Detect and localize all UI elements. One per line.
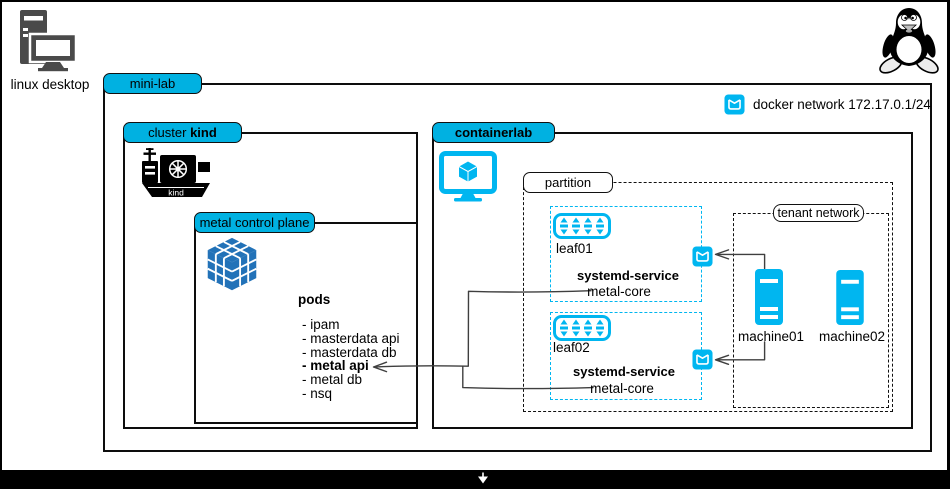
linux-desktop-label: linux desktop [10, 77, 90, 92]
pods-list: - ipam - masterdata api - masterdata db … [302, 318, 400, 401]
docker-network-icon [724, 94, 745, 115]
mini-lab-label-text: mini-lab [129, 76, 176, 91]
containerlab-label: containerlab [432, 122, 555, 143]
bottom-bar [2, 470, 947, 489]
linux-tux-icon [876, 6, 942, 74]
pods-title: pods [298, 292, 331, 307]
kind-ship-text: kind [168, 187, 184, 197]
containerlab-label-text: containerlab [454, 125, 533, 140]
machine02-label: machine02 [819, 329, 886, 344]
tenant-network-label: tenant network [773, 204, 864, 222]
cluster-kind-label: cluster kind [123, 122, 242, 143]
leaf02-service-title: systemd-service [573, 364, 675, 379]
cluster-label-name: kind [190, 125, 217, 140]
containerlab-box [432, 132, 913, 429]
leaf01-service-title: systemd-service [577, 268, 679, 283]
leaf02-switch-icon [553, 315, 611, 341]
pod-item: - masterdata api [302, 330, 400, 346]
leaf01-docker-icon [692, 246, 713, 267]
docker-network-label: docker network 172.17.0.1/24 [753, 97, 931, 112]
machine02-server-icon [835, 269, 865, 326]
containerlab-monitor-icon [439, 151, 497, 203]
linux-desktop-icon [14, 8, 80, 72]
kind-ship-icon: kind [140, 147, 212, 199]
leaf01-switch-icon [553, 213, 611, 239]
collapse-arrow-icon[interactable] [476, 472, 490, 486]
metal-control-plane-label-text: metal control plane [199, 215, 310, 230]
pod-item: - masterdata db [302, 344, 397, 360]
machine01-label: machine01 [738, 329, 805, 344]
leaf02-docker-icon [692, 349, 713, 370]
pod-item-metal-api: - metal api [302, 358, 369, 374]
leaf01-name: leaf01 [556, 241, 593, 256]
pod-item: - nsq [302, 385, 333, 401]
leaf02-service-name: metal-core [590, 381, 654, 396]
tenant-network-label-text: tenant network [777, 206, 860, 220]
mini-lab-box [103, 83, 932, 452]
pod-item: - ipam [302, 317, 340, 332]
machine01-server-icon [754, 268, 784, 326]
pod-item: - metal db [302, 372, 363, 388]
leaf01-service-name: metal-core [587, 284, 651, 299]
partition-label: partition [523, 172, 613, 193]
mini-lab-label: mini-lab [103, 73, 202, 94]
metal-control-plane-label: metal control plane [194, 212, 315, 233]
metal-cube-icon [204, 236, 260, 294]
leaf02-name: leaf02 [553, 340, 590, 355]
cluster-label-prefix: cluster [148, 125, 191, 140]
partition-label-text: partition [544, 175, 592, 190]
